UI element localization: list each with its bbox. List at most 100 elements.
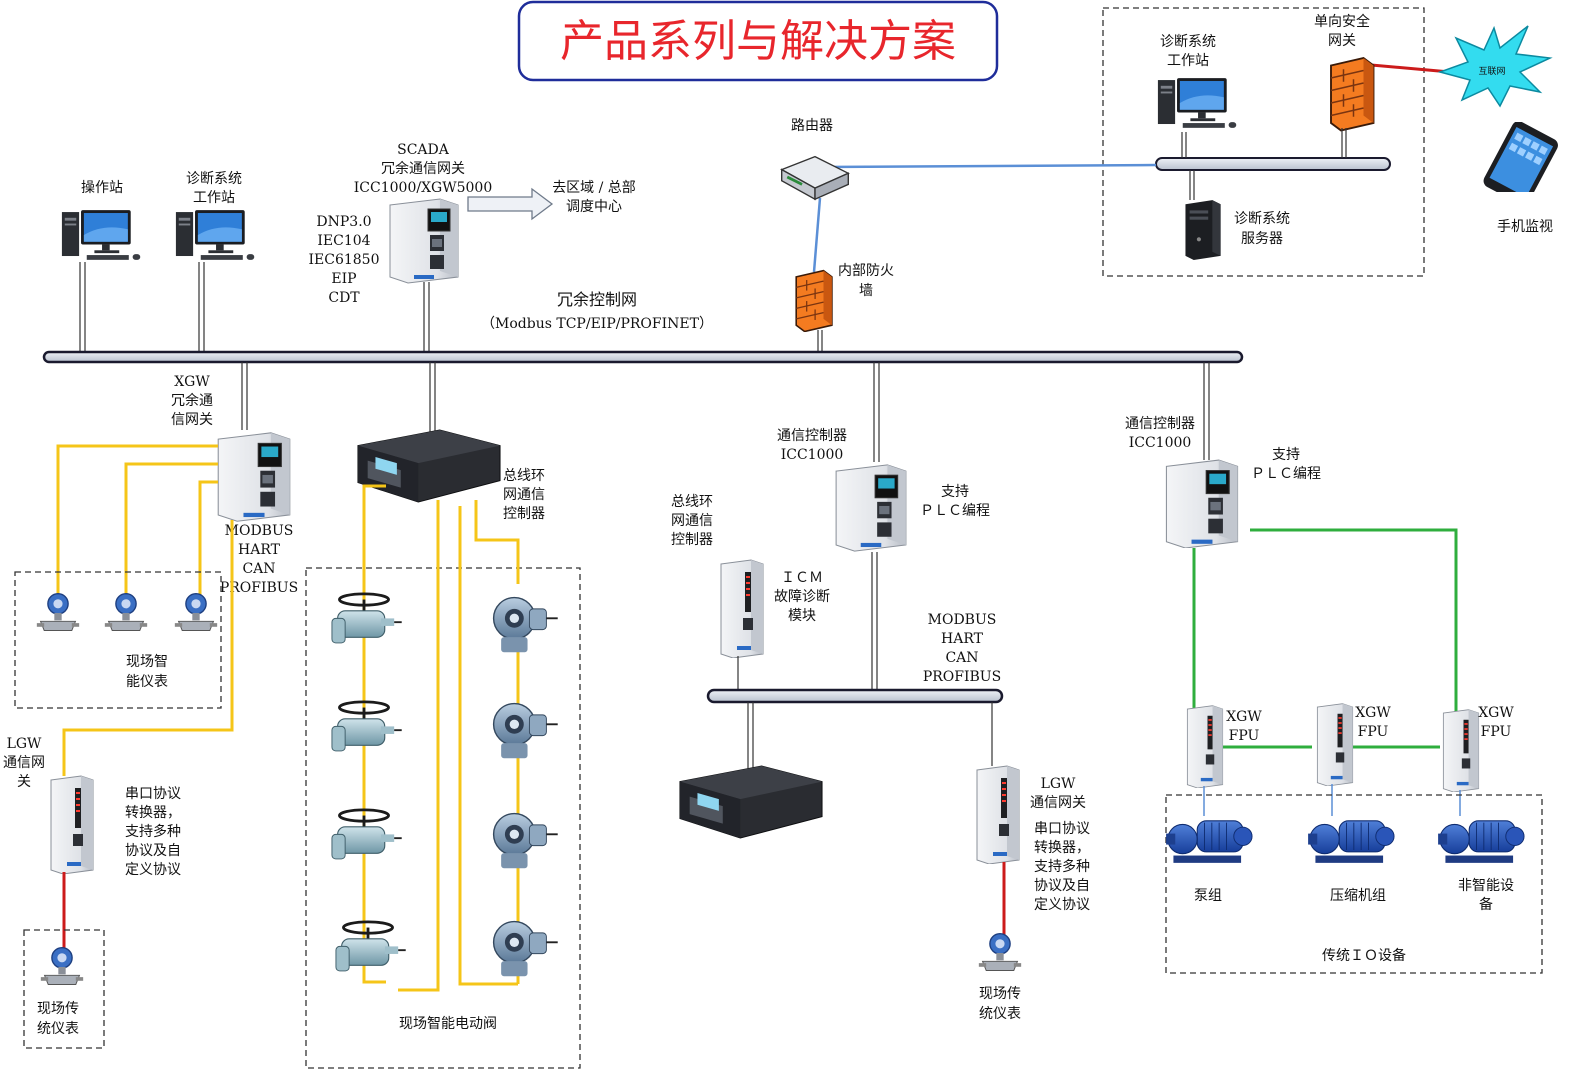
svg-text:服务器: 服务器 [1241,231,1283,247]
bus-ring-controller-b-label: 总线环 网通信 控制器 [671,494,713,548]
din-rail-gateway-icon[interactable] [835,464,907,552]
mobile-monitor-label: 手机监视 [1497,219,1553,235]
lgw-left-label: LGW 通信网 关 [3,736,45,790]
router-icon[interactable] [780,155,850,201]
compressor-group-label: 压缩机组 [1330,888,1386,904]
electric-actuator-icon[interactable] [492,812,558,870]
pressure-transmitter-icon[interactable] [978,932,1022,972]
traditional-io-group [1165,794,1543,974]
diagnostics-bus [1155,157,1391,171]
svg-text:ICC1000: ICC1000 [1129,435,1192,451]
svg-text:单向安全: 单向安全 [1314,13,1370,30]
pressure-transmitter-icon[interactable] [36,592,80,632]
server-tower-icon[interactable] [1185,200,1221,260]
svg-text:定义协议: 定义协议 [1034,897,1090,913]
din-rail-gateway-icon[interactable] [1442,709,1480,792]
svg-text:转换器，: 转换器， [1034,839,1090,856]
router-to-firewall-link [812,197,822,273]
svg-text:FPU: FPU [1481,724,1512,740]
din-rail-gateway-icon[interactable] [1186,705,1224,788]
svg-text:支持: 支持 [1272,447,1300,463]
rack-controller-icon[interactable] [679,765,823,839]
redundant-control-network-bus [42,350,1244,364]
firewall-icon[interactable] [795,269,833,332]
workstation-icon[interactable] [1157,78,1237,128]
svg-text:总线环: 总线环 [503,468,545,484]
svg-text:LGW: LGW [7,736,42,752]
smartphone-icon[interactable] [1481,119,1561,208]
lgw-right-label: LGW 通信网关 [1030,776,1086,811]
svg-text:统仪表: 统仪表 [979,1006,1021,1022]
din-rail-gateway-icon[interactable] [217,432,291,522]
svg-text:ＰＬＣ编程: ＰＬＣ编程 [1251,466,1321,482]
din-rail-gateway-icon[interactable] [389,198,459,284]
din-rail-gateway-icon[interactable] [1165,459,1239,548]
svg-text:协议及自: 协议及自 [125,843,181,859]
valve-actuator-icon[interactable] [334,920,406,973]
serial-converter-right-label: 串口协议 转换器， 支持多种 协议及自 定义协议 [1034,821,1090,913]
svg-text:通信控制器: 通信控制器 [1125,416,1195,432]
svg-text:ＩＣＭ: ＩＣＭ [781,570,823,586]
din-rail-gateway-icon[interactable] [1316,703,1354,786]
svg-text:模块: 模块 [788,608,816,624]
din-rail-gateway-icon[interactable] [50,775,94,874]
svg-text:冗余控制网: 冗余控制网 [557,290,637,309]
traditional-io-label: 传统ＩＯ设备 [1322,947,1406,964]
din-rail-gateway-icon[interactable] [720,559,764,658]
svg-text:（Modbus TCP/EIP/PROFINET）: （Modbus TCP/EIP/PROFINET） [481,316,713,332]
fpu-label-2: XGW FPU [1355,705,1391,740]
firewall-icon[interactable] [1330,57,1375,132]
svg-text:工作站: 工作站 [1167,53,1209,69]
pump-icon[interactable] [1437,820,1525,864]
xgw-gateway-label: XGW 冗余通 信网关 [171,374,213,428]
valve-actuator-icon[interactable] [330,700,402,753]
workstation-icon[interactable] [175,210,255,260]
pump-icon[interactable] [1165,820,1253,864]
svg-text:通信控制器: 通信控制器 [777,428,847,444]
mid-protocols-label: MODBUS HART CAN PROFIBUS [923,612,1001,685]
traditional-instrument-left-label: 现场传 统仪表 [37,1001,79,1037]
svg-text:控制器: 控制器 [671,532,713,548]
pressure-transmitter-icon[interactable] [104,592,148,632]
svg-text:串口协议: 串口协议 [125,786,181,802]
internet-burst-icon[interactable] [1437,25,1553,108]
svg-text:FPU: FPU [1358,724,1389,740]
svg-text:MODBUS: MODBUS [225,523,294,539]
svg-text:去区域 / 总部: 去区域 / 总部 [552,180,636,196]
svg-text:通信网: 通信网 [3,755,45,771]
plc-support-mid-label: 支持 ＰＬＣ编程 [920,484,990,519]
pressure-transmitter-icon[interactable] [40,946,84,986]
svg-text:备: 备 [1479,896,1493,913]
pressure-transmitter-icon[interactable] [174,592,218,632]
diag-workstation-left-label: 诊断系统 工作站 [186,171,242,206]
svg-text:CAN: CAN [945,650,978,666]
xgw-protocols-label: MODBUS HART CAN PROFIBUS [220,523,298,596]
rack-controller-icon[interactable] [357,429,501,503]
valve-actuator-icon[interactable] [330,808,402,861]
svg-text:转换器，: 转换器， [125,804,181,821]
electric-actuator-icon[interactable] [492,596,558,654]
svg-text:SCADA: SCADA [397,142,450,158]
svg-text:工作站: 工作站 [193,190,235,206]
din-rail-gateway-icon[interactable] [976,765,1020,864]
svg-text:XGW: XGW [1478,705,1514,721]
pump-group-label: 泵组 [1194,888,1222,904]
serial-converter-left-label: 串口协议 转换器， 支持多种 协议及自 定义协议 [125,786,181,878]
svg-text:DNP3.0: DNP3.0 [316,214,371,230]
pump-icon[interactable] [1307,820,1395,864]
oneway-gateway-label: 单向安全 网关 [1314,13,1370,49]
fpu-label-3: XGW FPU [1478,705,1514,740]
icm-module-label: ＩＣＭ 故障诊断 模块 [774,570,830,624]
svg-text:PROFIBUS: PROFIBUS [923,669,1001,685]
svg-text:IEC61850: IEC61850 [309,252,380,268]
svg-text:HART: HART [941,631,984,647]
remote-diagnostics-group [1102,7,1425,277]
electric-actuator-icon[interactable] [492,702,558,760]
workstation-icon[interactable] [61,210,141,260]
internal-firewall-label: 内部防火 墙 [838,263,894,299]
backbone-label: 冗余控制网 （Modbus TCP/EIP/PROFINET） [481,290,713,332]
scada-protocols-label: DNP3.0 IEC104 IEC61850 EIP CDT [309,214,380,306]
valve-actuator-icon[interactable] [330,592,402,645]
svg-text:现场传: 现场传 [979,986,1021,1002]
electric-actuator-icon[interactable] [492,920,558,978]
